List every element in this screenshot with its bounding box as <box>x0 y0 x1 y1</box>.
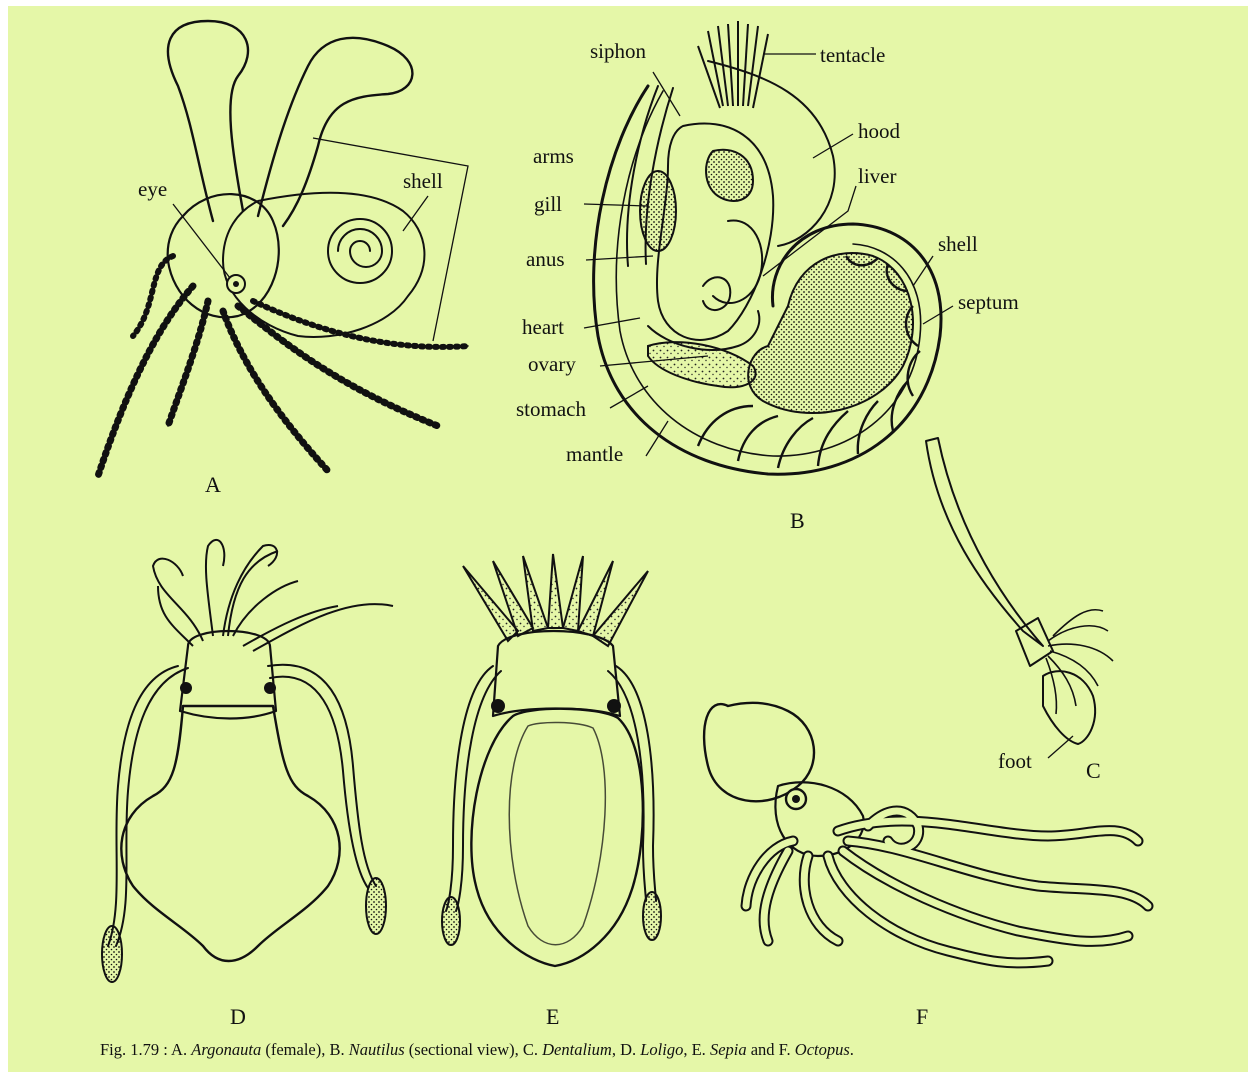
caption-prefix: Fig. 1.79 : A. <box>100 1040 191 1059</box>
panel-letter-d: D <box>230 1004 246 1029</box>
argonauta-drawing: eye shell A <box>98 21 468 497</box>
panel-letter-c: C <box>1086 758 1101 783</box>
label-liver: liver <box>858 164 896 188</box>
label-anus: anus <box>526 247 565 271</box>
caption-argonauta: Argonauta <box>191 1040 261 1059</box>
figure-caption: Fig. 1.79 : A. Argonauta (female), B. Na… <box>100 1040 854 1060</box>
caption-a-note: (female), B. <box>261 1040 349 1059</box>
caption-c-sep: , D. <box>612 1040 640 1059</box>
label-ovary: ovary <box>528 352 576 376</box>
label-tentacle: tentacle <box>820 43 885 67</box>
label-foot: foot <box>998 749 1032 773</box>
panel-letter-a: A <box>205 472 221 497</box>
label-heart: heart <box>522 315 564 339</box>
label-stomach: stomach <box>516 397 586 421</box>
label-gill: gill <box>534 192 562 216</box>
caption-sepia: Sepia <box>710 1040 747 1059</box>
loligo-drawing: D <box>102 540 393 1029</box>
figure-plate: eye shell A <box>8 6 1248 1072</box>
nautilus-drawing: siphon tentacle hood arms liver gill she… <box>516 21 1019 533</box>
caption-loligo: Loligo <box>640 1040 683 1059</box>
label-siphon: siphon <box>590 39 647 63</box>
caption-suffix: . <box>850 1040 854 1059</box>
dentalium-drawing: foot C <box>926 438 1113 783</box>
label-arms: arms <box>533 144 574 168</box>
label-mantle: mantle <box>566 442 623 466</box>
label-septum: septum <box>958 290 1019 314</box>
caption-nautilus: Nautilus <box>349 1040 405 1059</box>
caption-d-sep: , E. <box>683 1040 710 1059</box>
caption-octopus: Octopus <box>795 1040 850 1059</box>
caption-b-note: (sectional view), C. <box>405 1040 542 1059</box>
caption-e-sep: and F. <box>747 1040 795 1059</box>
sepia-drawing: E <box>442 554 661 1029</box>
panel-letter-e: E <box>546 1004 559 1029</box>
octopus-drawing: F <box>704 703 1148 1029</box>
panel-letter-b: B <box>790 508 805 533</box>
label-hood: hood <box>858 119 901 143</box>
label-shell-b: shell <box>938 232 978 256</box>
figure-drawing: eye shell A <box>8 6 1248 1072</box>
label-shell-a: shell <box>403 169 443 193</box>
panel-letter-f: F <box>916 1004 928 1029</box>
label-eye: eye <box>138 177 167 201</box>
caption-dentalium: Dentalium <box>542 1040 612 1059</box>
